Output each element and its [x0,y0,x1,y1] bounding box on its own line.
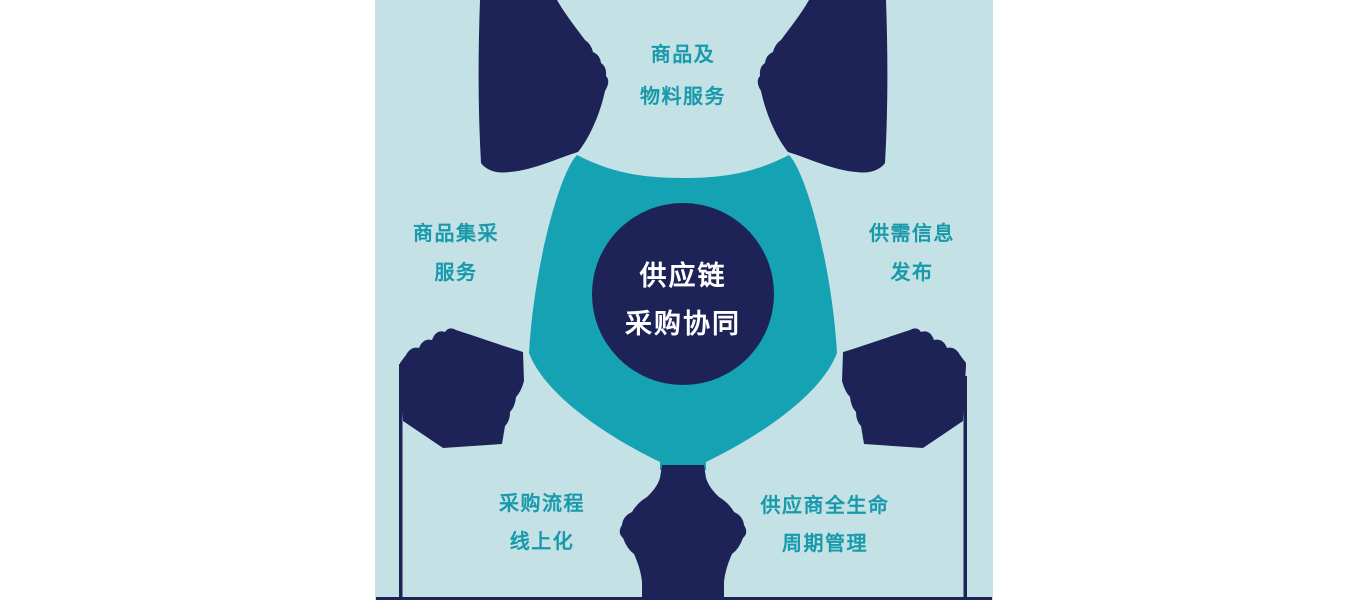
center-title: 供应链 采购协同 [625,253,741,349]
label-bottom-right-line1: 供应商全生命 [760,493,890,517]
left-arm-line [399,364,403,600]
center-title-line1: 供应链 [639,261,727,292]
center-title-line2: 采购协同 [625,309,741,340]
label-left-line1: 商品集采 [413,221,499,245]
fist-hand-icon-bottom [619,465,747,600]
label-right: 供需信息 发布 [869,214,955,292]
right-arm-line [963,376,967,600]
label-left: 商品集采 服务 [413,214,499,292]
label-bottom-left: 采购流程 线上化 [499,484,585,560]
fist-hand-icon-top-right [757,0,888,173]
label-bottom-right: 供应商全生命 周期管理 [761,486,890,562]
fist-hand-icon-right [842,328,966,448]
label-bottom-right-line2: 周期管理 [782,531,868,555]
center-circle [592,203,774,385]
label-right-line2: 发布 [890,260,934,284]
label-left-line2: 服务 [434,260,478,284]
label-right-line1: 供需信息 [869,221,955,245]
bottom-border-line [376,597,992,600]
label-top: 商品及 物料服务 [640,33,726,117]
label-top-line1: 商品及 [650,42,716,66]
fist-hand-icon-top-left [478,0,609,173]
label-bottom-left-line1: 采购流程 [499,491,585,515]
label-top-line2: 物料服务 [640,84,726,108]
label-bottom-left-line2: 线上化 [509,529,575,553]
fist-hand-icon-left [400,328,524,448]
